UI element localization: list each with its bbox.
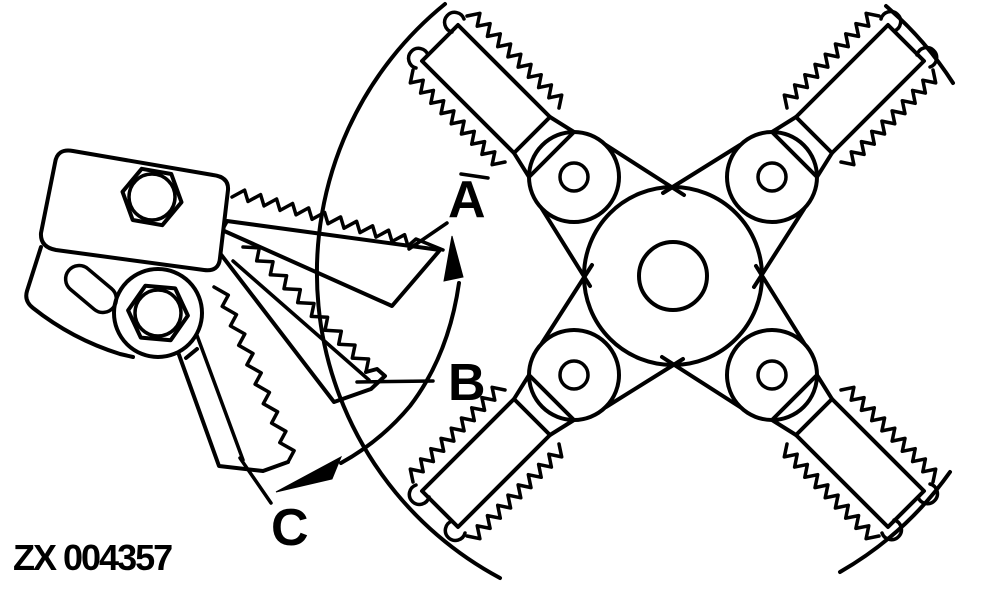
sweep-arc-left	[314, 2, 502, 580]
mounting-slot	[63, 263, 119, 315]
fan-spider	[406, 9, 940, 543]
blade-b-fold-line	[231, 259, 371, 382]
hub-center-bore	[637, 240, 709, 312]
blade-a-outline	[220, 219, 442, 308]
arm-lobe	[725, 130, 819, 224]
hex-bolt-lower	[126, 283, 190, 343]
tick-line	[459, 172, 490, 180]
spider-arm-ne	[661, 9, 939, 289]
arrowhead-up-icon	[443, 235, 464, 282]
arm-neck	[770, 115, 834, 179]
leader-line-b	[355, 379, 435, 384]
pivot-boss	[112, 267, 204, 359]
arm-blade-edges	[794, 23, 926, 155]
arm-blade-serration-outer	[782, 11, 881, 110]
arm-pivot-hole	[756, 161, 788, 193]
hex-bolt-lower-chamfer	[133, 288, 183, 338]
figure-code: ZX 004357	[13, 537, 172, 578]
blade-a-serrated-edge	[230, 188, 410, 248]
spider-arm-se	[660, 264, 940, 542]
blade-c-fold-line	[193, 328, 245, 462]
rotation-arrow-arc	[339, 281, 461, 465]
label-b: B	[448, 354, 486, 412]
arrowhead-down-icon	[275, 455, 342, 493]
arm-blade-serration-inner	[839, 68, 938, 167]
arm-blade-tip-cap	[879, 9, 939, 69]
fan-blade-bracket-assembly	[24, 148, 445, 473]
hex-bolt-upper-head	[120, 166, 184, 228]
hex-bolt-upper	[120, 166, 184, 228]
blade-b-outline	[214, 246, 387, 404]
leader-line-c	[238, 456, 273, 505]
leader-line-a	[407, 221, 449, 251]
blade-position-c	[176, 285, 296, 473]
sweep-arc-top-right	[884, 4, 955, 85]
hex-bolt-upper-chamfer	[127, 172, 177, 222]
blade-position-b	[214, 245, 387, 404]
blade-c-outline	[176, 350, 290, 473]
label-c: C	[271, 499, 309, 557]
fan-sweep-circle-arcs	[314, 2, 955, 580]
spider-arm-nw	[406, 10, 686, 288]
blade-a-tip-hook	[406, 237, 445, 252]
label-a: A	[448, 171, 486, 229]
blade-b-serrated-edge	[241, 245, 371, 374]
bracket-lower-plate	[24, 245, 199, 360]
rotation-arrow	[275, 235, 464, 493]
blade-c-serrated-edge	[212, 285, 296, 464]
hex-bolt-lower-head	[126, 283, 190, 343]
